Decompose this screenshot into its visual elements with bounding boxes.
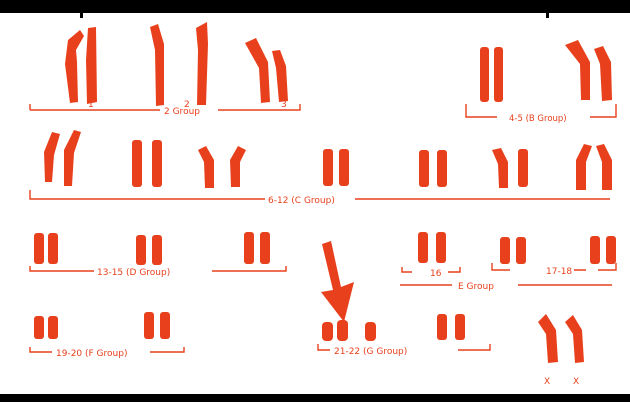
chromosome-10a [419, 150, 429, 187]
chromosome-9a [323, 149, 333, 186]
label-chr17-18: 17-18 [546, 267, 572, 277]
chromosome-4b [494, 47, 503, 102]
chromosome-18b [606, 236, 616, 264]
label-chr3: 3 [281, 100, 287, 110]
chromosome-21c [365, 322, 376, 341]
label-group-a: 2 Group [164, 107, 200, 117]
chromosome-12b [596, 144, 612, 190]
chromosome-6a [44, 132, 60, 182]
chromosome-2a [150, 24, 164, 106]
bottom-frame-bar [0, 394, 630, 402]
chromosome-19a [34, 316, 44, 339]
chromosome-18a [590, 236, 600, 264]
chromosome-21b [337, 320, 348, 341]
label-group-e: E Group [458, 282, 494, 292]
chromosome-20a [144, 312, 154, 339]
chromosome-4a [480, 47, 489, 102]
chromosome-14a [136, 235, 146, 265]
chromosome-5b [594, 46, 612, 101]
chromosome-15a [244, 232, 254, 264]
label-group-d: 13-15 (D Group) [97, 268, 170, 278]
top-frame-bar [0, 0, 630, 13]
chromosome-2b [196, 22, 208, 105]
label-sex-x2: X [573, 377, 579, 387]
chromosome-17a [500, 237, 510, 264]
chromosome-7b [152, 140, 162, 187]
chromosome-5a [565, 40, 590, 100]
trisomy-arrow-icon [321, 241, 354, 322]
chromosome-10b [437, 150, 447, 187]
label-chr16: 16 [430, 269, 442, 279]
chromosome-11b [518, 149, 528, 187]
chromosome-12a [576, 144, 592, 190]
chromosome-13a [34, 233, 44, 264]
chromosome-14b [152, 235, 162, 265]
top-tick-left [80, 0, 83, 18]
chromosome-20b [160, 312, 170, 339]
chromosome-16b [436, 232, 446, 263]
chromosome-6b [64, 130, 81, 186]
label-group-b: 4-5 (B Group) [509, 114, 567, 124]
chromosome-13b [48, 233, 58, 264]
chromosome-3a [245, 38, 270, 103]
chromosome-xb [565, 315, 584, 363]
chromosome-9b [339, 149, 349, 186]
chromosome-8b [230, 146, 246, 187]
chromosome-8a [198, 146, 214, 188]
label-group-g: 21-22 (G Group) [334, 347, 407, 357]
label-sex-x1: X [544, 377, 550, 387]
chromosome-7a [132, 140, 142, 187]
chromosome-1a [65, 30, 84, 103]
label-group-c: 6-12 (C Group) [268, 196, 335, 206]
chromosome-3b [272, 50, 288, 102]
chromosome-15b [260, 232, 270, 264]
chromosome-22a [437, 314, 447, 340]
chromosome-xa [538, 314, 558, 363]
label-group-f: 19-20 (F Group) [56, 349, 127, 359]
label-chr1: 1 [88, 100, 94, 110]
chromosome-16a [418, 232, 428, 263]
chromosome-17b [516, 237, 526, 264]
top-tick-right [546, 0, 549, 18]
chromosome-19b [48, 316, 58, 339]
chromosome-21a [322, 322, 333, 341]
chromosome-11a [492, 148, 508, 188]
chromosome-1b [86, 27, 97, 104]
chromosome-22b [455, 314, 465, 340]
